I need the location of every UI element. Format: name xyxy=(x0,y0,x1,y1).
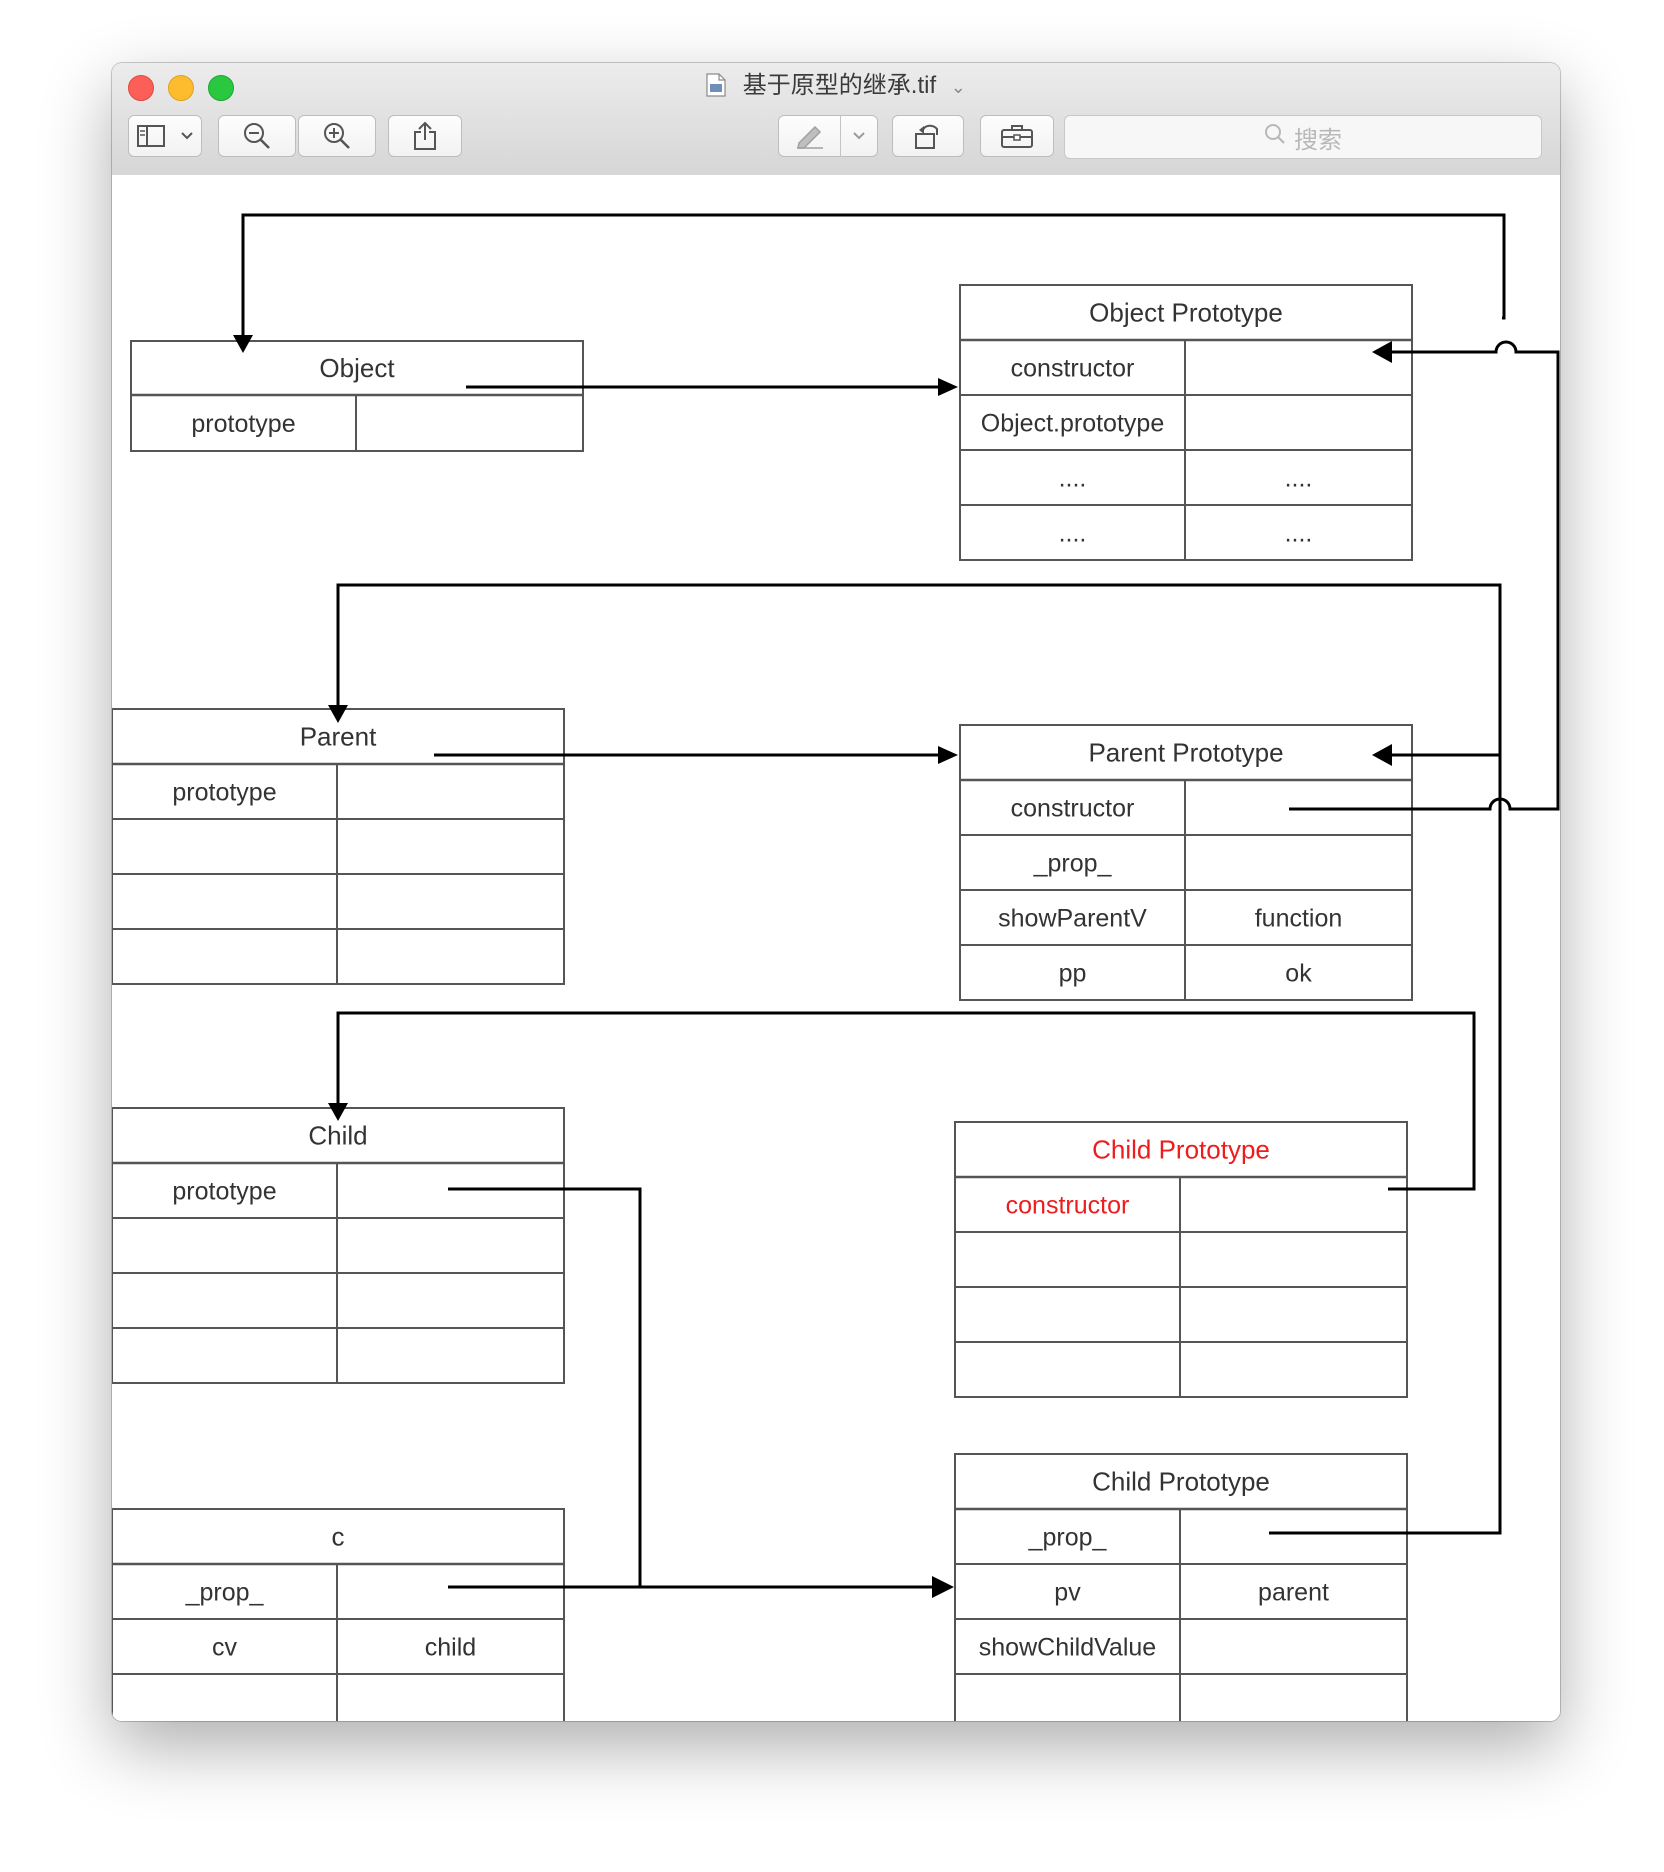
search-field[interactable]: 搜索 xyxy=(1064,115,1542,159)
table-cell: _prop_ xyxy=(1028,1524,1108,1552)
table-header: Object Prototype xyxy=(1089,298,1283,328)
minimize-window-button[interactable] xyxy=(168,75,194,101)
search-placeholder: 搜索 xyxy=(1294,126,1342,154)
table-child: Child prototype xyxy=(112,1107,565,1384)
table-cell: constructor xyxy=(1006,1192,1130,1220)
connector-objectproto-constructor xyxy=(241,213,1506,335)
share-icon xyxy=(413,121,437,151)
window-title: 基于原型的继承.tif xyxy=(742,72,937,99)
table-header: Child Prototype xyxy=(1092,1135,1270,1165)
toolbox-icon xyxy=(1000,123,1034,149)
toolbar-divider xyxy=(840,115,842,157)
table-cell: _prop_ xyxy=(1033,850,1113,878)
tif-document-icon xyxy=(706,73,726,105)
close-window-button[interactable] xyxy=(128,75,154,101)
table-cell: _prop_ xyxy=(185,1579,265,1607)
connector-child-prototype xyxy=(448,1187,932,1589)
table-child-prototype: Child Prototype _prop_pv parent showChildVa… xyxy=(954,1453,1408,1721)
table-cell: Object.prototype xyxy=(981,410,1164,438)
chevron-down-icon: ⌄ xyxy=(950,77,966,97)
pen-icon xyxy=(779,123,840,149)
table-cell: .... xyxy=(1059,465,1087,493)
table-c-instance: c _prop_cv child xyxy=(112,1508,565,1721)
table-cell: ok xyxy=(1285,960,1312,988)
connector-parentproto-prop xyxy=(1289,340,1560,811)
arrowhead-parentproto-prop xyxy=(1372,341,1392,363)
table-cell: prototype xyxy=(172,779,276,807)
table-object: Object prototype xyxy=(130,340,584,452)
table-cell: prototype xyxy=(172,1178,276,1206)
zoom-out-button[interactable] xyxy=(218,115,296,157)
connector-parentproto-constructor xyxy=(336,583,1502,757)
table-cell: showParentV xyxy=(998,905,1147,933)
table-cell: pv xyxy=(1054,1579,1081,1607)
markup-button[interactable] xyxy=(778,115,878,157)
table-child-prototype-old: Child Prototype constructor xyxy=(954,1121,1408,1398)
rotate-button[interactable] xyxy=(892,115,964,157)
table-cell: .... xyxy=(1285,465,1313,493)
table-cell: constructor xyxy=(1011,355,1135,383)
arrowhead-parentproto-constructor xyxy=(328,705,348,723)
prototype-inheritance-diagram: Object prototype Object Prototype construct… xyxy=(112,213,1560,1721)
arrowhead-object-prototype xyxy=(938,378,958,396)
zoom-out-icon xyxy=(242,121,272,151)
title-bar: 基于原型的继承.tif ⌄ xyxy=(112,63,1560,176)
connectors xyxy=(233,213,1560,1598)
table-cell: pp xyxy=(1059,960,1087,988)
toolbox-button[interactable] xyxy=(980,115,1054,157)
connector-old-childproto-constructor xyxy=(336,1011,1476,1191)
arrowhead-objectproto-constructor xyxy=(233,335,253,353)
table-cell: parent xyxy=(1258,1579,1329,1607)
zoom-in-icon xyxy=(322,121,352,151)
table-cell: child xyxy=(425,1634,476,1662)
search-icon xyxy=(1264,123,1286,152)
table-header: Child Prototype xyxy=(1092,1467,1270,1497)
table-header: Parent Prototype xyxy=(1088,738,1283,768)
table-cell: prototype xyxy=(191,410,295,438)
table-parent: Parent prototype xyxy=(112,708,565,985)
table-parent-prototype: Parent Prototype constructor _prop_ showPar… xyxy=(959,724,1413,1001)
table-cell: showChildValue xyxy=(979,1634,1156,1662)
table-cell: constructor xyxy=(1011,795,1135,823)
table-cell: cv xyxy=(212,1634,238,1662)
zoom-window-button[interactable] xyxy=(208,75,234,101)
arrowhead-parent-prototype xyxy=(938,746,958,764)
table-cell: function xyxy=(1255,905,1343,933)
arrowhead-child-prototype xyxy=(932,1576,954,1598)
table-header: c xyxy=(332,1522,345,1552)
chevron-down-icon xyxy=(841,131,877,141)
chevron-down-icon xyxy=(180,131,194,141)
arrowhead-childproto-prop-into-parent xyxy=(1372,744,1392,766)
sidebar-toggle-button[interactable] xyxy=(128,115,202,157)
table-header: Parent xyxy=(300,722,377,752)
rotate-left-icon xyxy=(913,121,943,151)
sidebar-icon xyxy=(136,125,165,147)
document-canvas[interactable]: Object prototype Object Prototype construct… xyxy=(112,175,1560,1721)
connector-childproto-prop xyxy=(1269,755,1502,1535)
share-button[interactable] xyxy=(388,115,462,157)
preview-window: 基于原型的继承.tif ⌄ xyxy=(112,63,1560,1721)
table-cell: .... xyxy=(1285,520,1313,548)
table-cell: .... xyxy=(1059,520,1087,548)
zoom-in-button[interactable] xyxy=(298,115,376,157)
table-header: Child xyxy=(308,1121,367,1151)
arrowhead-old-childproto-constructor xyxy=(328,1103,348,1121)
table-object-prototype: Object Prototype constructorObject.protot… xyxy=(959,284,1413,561)
table-header: Object xyxy=(319,353,395,383)
window-title-area[interactable]: 基于原型的继承.tif ⌄ xyxy=(112,71,1560,101)
